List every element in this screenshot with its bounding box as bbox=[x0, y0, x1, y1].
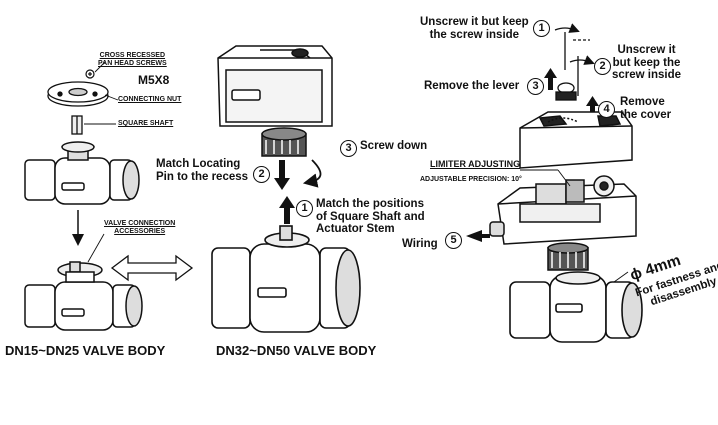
valve-body-top-left bbox=[24, 141, 140, 205]
step-number-4-right: 4 bbox=[598, 101, 615, 118]
step-number-2-right: 2 bbox=[594, 58, 611, 75]
label-wiring: Wiring bbox=[402, 238, 438, 250]
rotation-arrow-middle bbox=[302, 159, 322, 188]
leader-lines-right bbox=[520, 169, 629, 283]
screw-top-right bbox=[554, 23, 590, 70]
actuator-cover bbox=[519, 111, 633, 169]
label-remove-lever: Remove the lever bbox=[424, 80, 520, 92]
step-number-1-middle: 1 bbox=[296, 200, 313, 217]
arrow-up-cover bbox=[586, 96, 599, 118]
double-arrow bbox=[110, 254, 194, 282]
step-number-1-right: 1 bbox=[533, 20, 550, 37]
label-limiter-adjusting: LIMITER ADJUSTING bbox=[430, 159, 521, 169]
label-dn15-dn25: DN15~DN25 VALVE BODY bbox=[5, 343, 166, 358]
step-number-3-middle: 3 bbox=[340, 140, 357, 157]
arrow-down-middle bbox=[274, 160, 290, 190]
label-connecting-nut: CONNECTING NUT bbox=[118, 96, 182, 103]
actuator-middle bbox=[217, 45, 333, 157]
square-shaft-icon bbox=[71, 115, 83, 135]
valve-body-right bbox=[509, 271, 643, 343]
actuator-base bbox=[489, 175, 637, 245]
step-number-2-middle: 2 bbox=[253, 166, 270, 183]
wiring-arrow bbox=[466, 230, 490, 242]
arrow-up-lever bbox=[544, 68, 557, 90]
valve-body-middle bbox=[211, 225, 361, 333]
connecting-nut-icon bbox=[47, 81, 109, 107]
lever bbox=[555, 82, 577, 101]
step-number-5-right: 5 bbox=[445, 232, 462, 249]
leader-lines-left bbox=[84, 61, 119, 263]
label-m5x8: M5X8 bbox=[138, 73, 170, 87]
step-number-3-right: 3 bbox=[527, 78, 544, 95]
label-dn32-dn50: DN32~DN50 VALVE BODY bbox=[216, 343, 377, 358]
label-screw-down: Screw down bbox=[360, 140, 428, 152]
screw-icon bbox=[85, 69, 95, 79]
label-square-shaft: SQUARE SHAFT bbox=[118, 120, 174, 127]
coupling-right bbox=[547, 242, 589, 271]
arrow-up-middle bbox=[279, 196, 295, 224]
screw-side-right bbox=[569, 55, 595, 96]
valve-body-bottom-left bbox=[24, 261, 143, 331]
label-adjustable-precision: ADJUSTABLE PRECISION: 10° bbox=[420, 176, 522, 183]
